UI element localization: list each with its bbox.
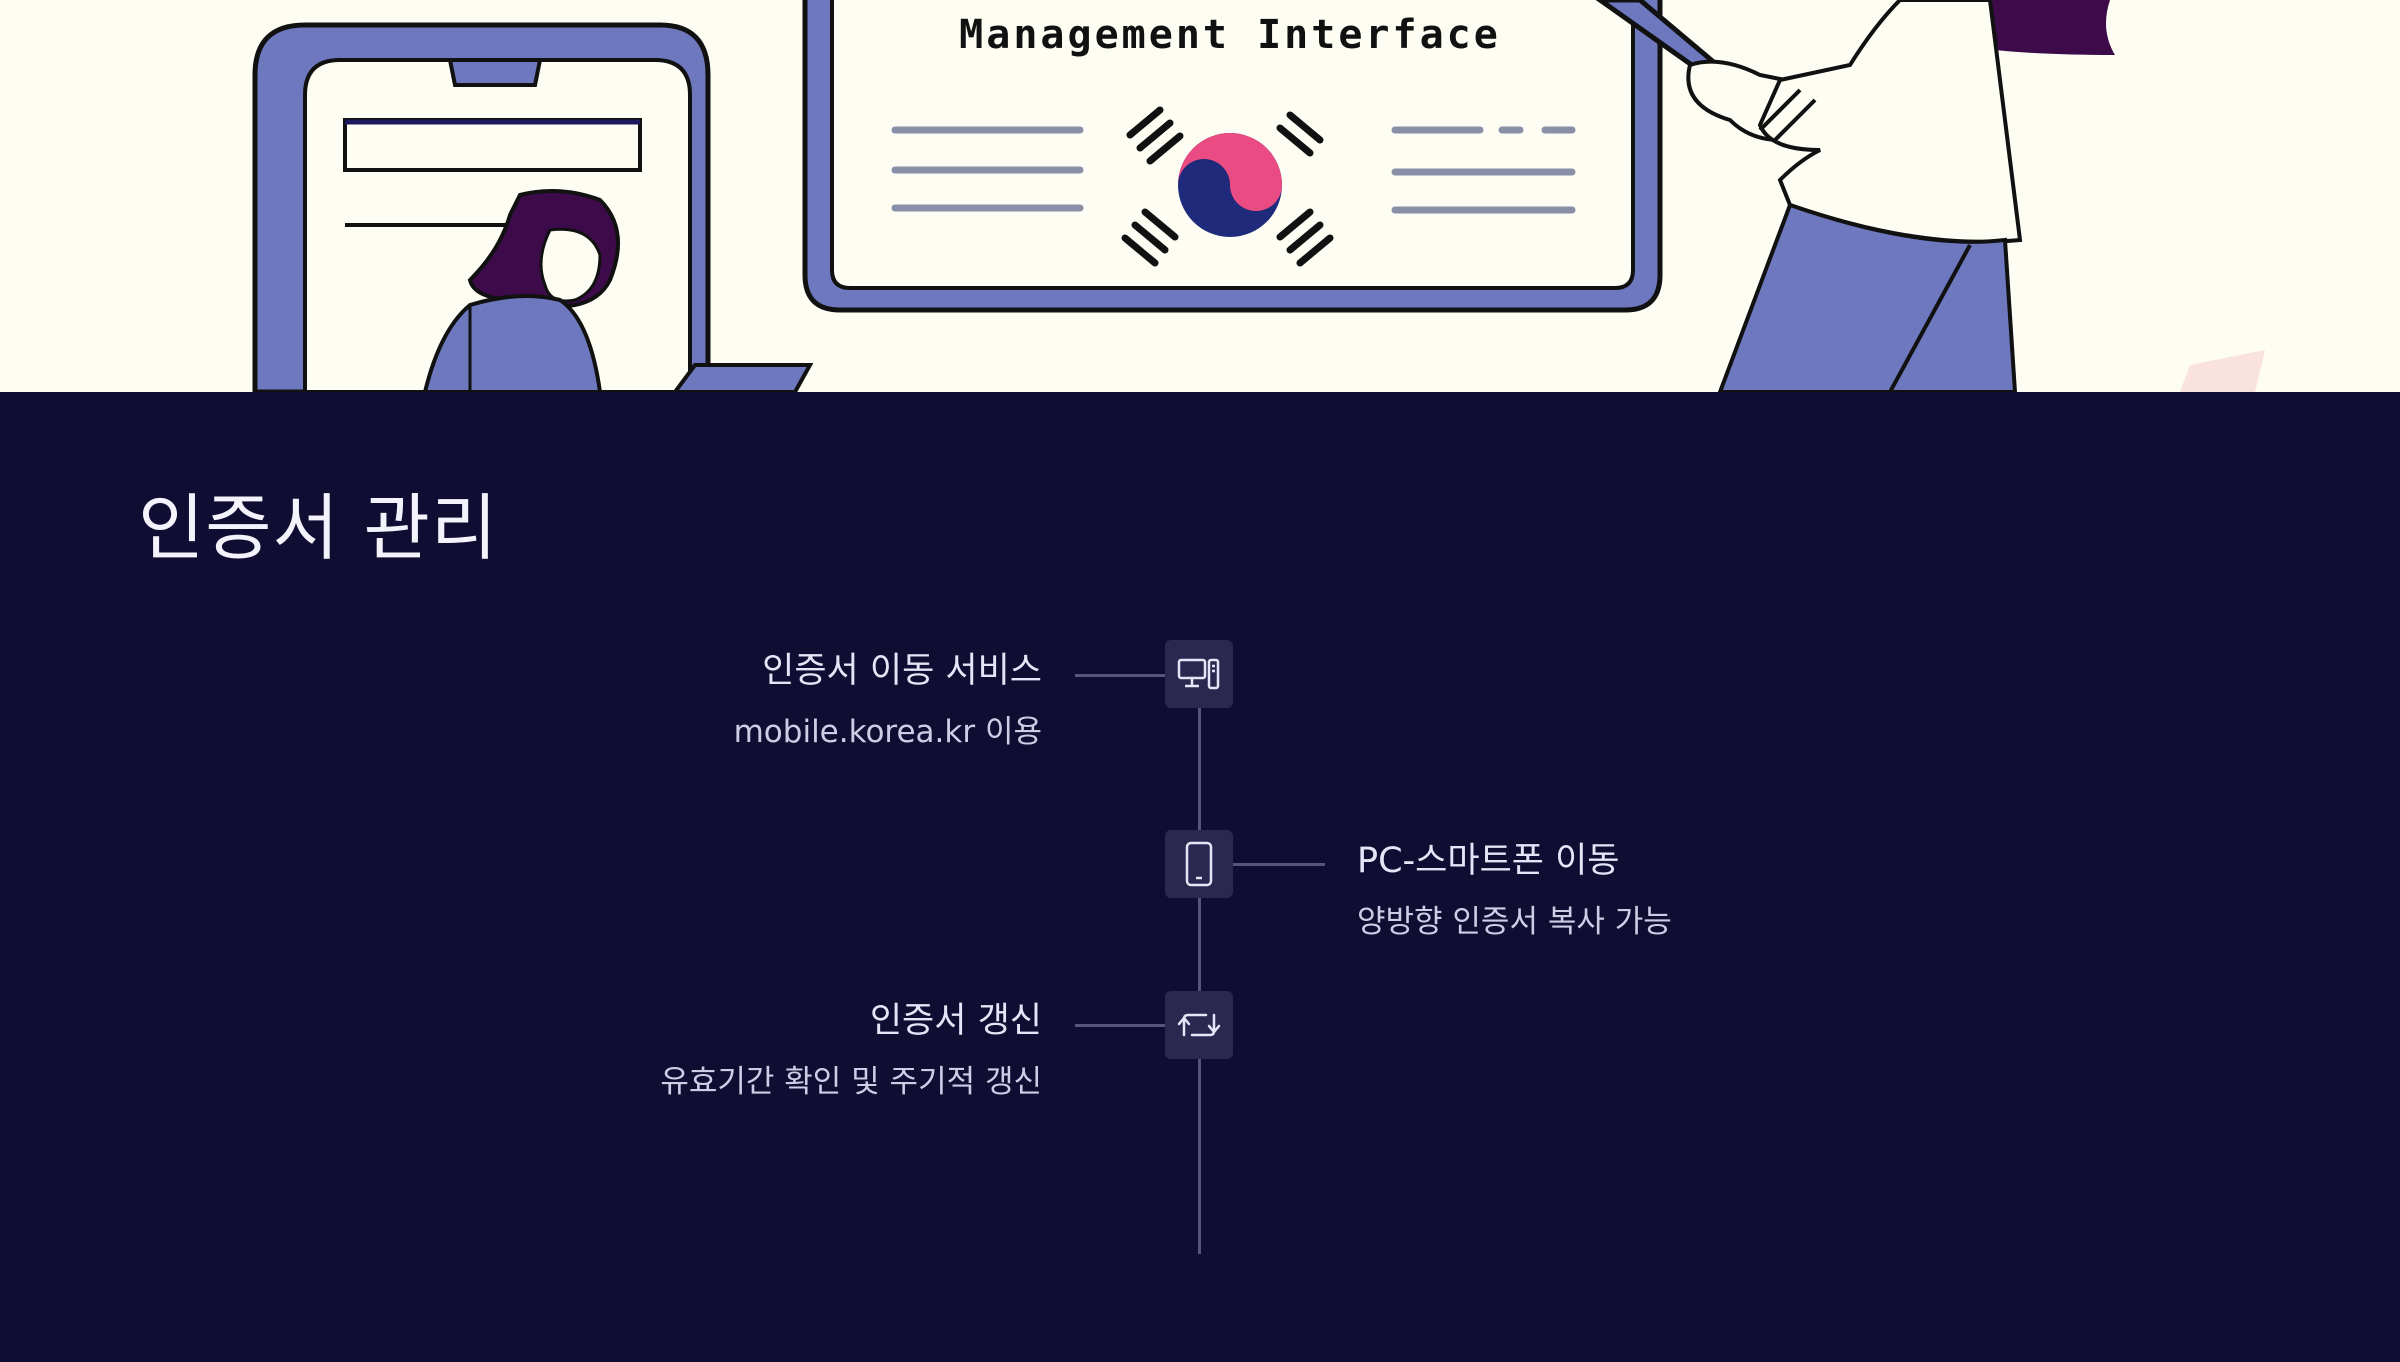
timeline-item-2-description: 양방향 인증서 복사 가능 [1357,904,1672,940]
timeline-node-1 [1165,640,1233,708]
timeline-item-1-description: mobile.korea.kr 이용 [733,714,1042,750]
board-title: Management Interface [959,12,1501,58]
timeline-line [1198,704,1201,1254]
presenter-illustration [1595,0,2265,392]
hero-illustration-svg: Management Interface [252,0,2265,392]
main-content: 인증서 관리 인증서 이동 서비스 mobile.korea.kr 이용 PC-… [0,392,2400,1362]
page-title: 인증서 관리 [138,486,499,570]
taegeuk-emblem [1121,106,1334,267]
timeline-item-3-title: 인증서 갱신 [869,1001,1042,1041]
phone-illustration [252,22,814,392]
timeline-item-1-title: 인증서 이동 서비스 [762,651,1042,691]
timeline-connector [1075,674,1167,677]
timeline-item-3-description: 유효기간 확인 및 주기적 갱신 [660,1064,1042,1100]
hero-illustration: Management Interface [0,0,2400,392]
timeline-connector [1075,1024,1167,1027]
timeline-node-2 [1165,830,1233,898]
smartphone-icon [1185,841,1213,887]
desktop-computer-icon [1177,658,1220,690]
presentation-board: Management Interface [802,0,1663,313]
timeline-item-2-title: PC-스마트폰 이동 [1357,841,1620,881]
renew-arrows-icon [1177,1013,1221,1037]
timeline-connector [1233,863,1325,866]
timeline-node-3 [1165,991,1233,1059]
